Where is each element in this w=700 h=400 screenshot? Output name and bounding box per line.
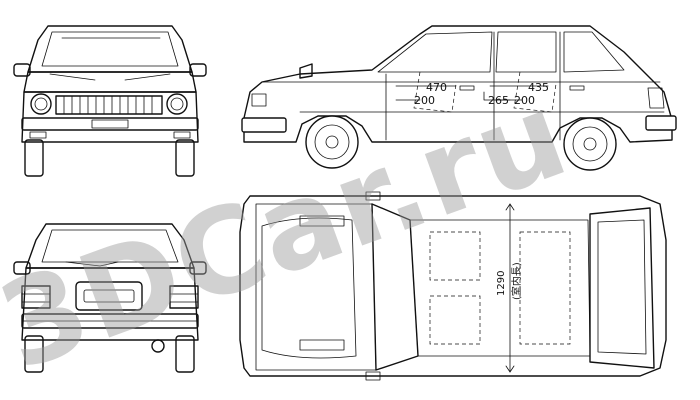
dim-interior-length-note: (室内長) <box>510 262 523 300</box>
dim-rear-width: 435 <box>528 81 549 94</box>
dim-rear-seat-shoulder: 470 <box>426 81 447 94</box>
side-view <box>241 25 677 171</box>
rear-view <box>13 223 207 373</box>
dim-rear-room: 200 <box>514 94 535 107</box>
top-view <box>239 191 667 381</box>
front-view <box>13 25 207 177</box>
dim-interior-length: 1290 <box>496 271 507 296</box>
dim-front-room: 200 <box>414 94 435 107</box>
dim-seat-gap: 265 <box>488 94 509 107</box>
